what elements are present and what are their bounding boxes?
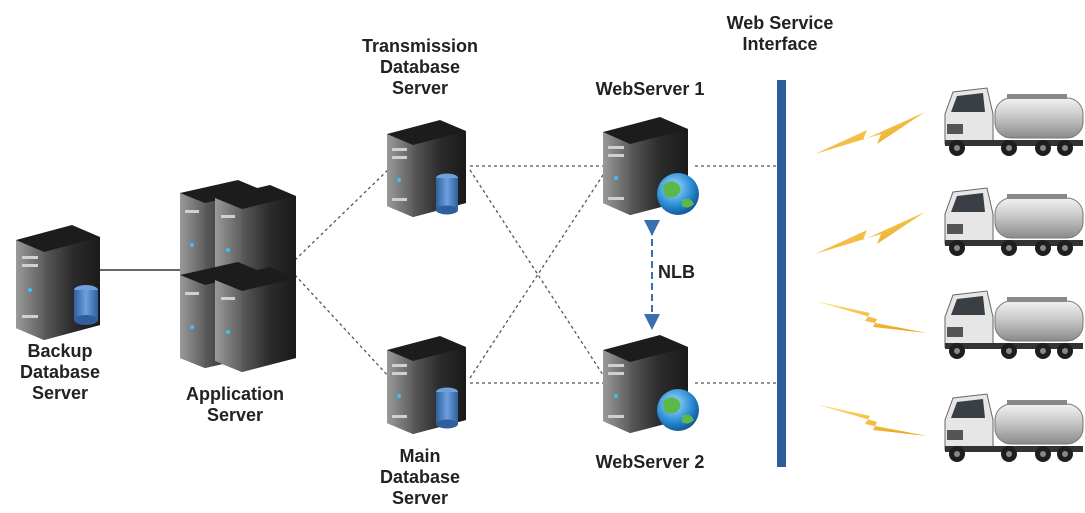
lightning-icon xyxy=(815,212,925,254)
transmission-db-server-label: Transmission Database Server xyxy=(361,36,479,98)
lightning-icon xyxy=(815,301,927,333)
main-to-ws1-link xyxy=(469,171,606,379)
lightning-icon xyxy=(815,112,925,154)
application-server-icon xyxy=(180,180,296,372)
backup-db-server-label: Backup Database Server xyxy=(19,341,101,403)
webserver-2-icon xyxy=(603,335,699,433)
nlb-label: NLB xyxy=(658,262,695,282)
backup-db-server-icon xyxy=(16,225,100,340)
trucks xyxy=(944,87,1084,462)
web-service-interface-label: Web Service Interface xyxy=(726,13,834,54)
app-to-transmission-link xyxy=(294,167,391,261)
tanker-truck-icon xyxy=(944,87,1084,156)
tanker-truck-icon xyxy=(944,187,1084,256)
webserver-1-label: WebServer 1 xyxy=(595,79,705,99)
main-db-server-icon xyxy=(387,336,466,434)
main-db-server-label: Main Database Server xyxy=(379,446,461,508)
tanker-truck-icon xyxy=(944,290,1084,359)
connectors xyxy=(100,165,778,384)
application-server-label: Application Server xyxy=(186,384,284,425)
transmission-to-ws2-link xyxy=(469,169,606,379)
webserver-2-label: WebServer 2 xyxy=(595,452,705,472)
tanker-truck-icon xyxy=(944,393,1084,462)
transmission-db-server-icon xyxy=(387,120,466,217)
webserver-1-icon xyxy=(603,117,699,215)
app-to-main-link xyxy=(294,274,391,379)
wireless-signals xyxy=(815,112,927,436)
web-service-interface-bar xyxy=(777,80,786,467)
lightning-icon xyxy=(815,404,927,436)
